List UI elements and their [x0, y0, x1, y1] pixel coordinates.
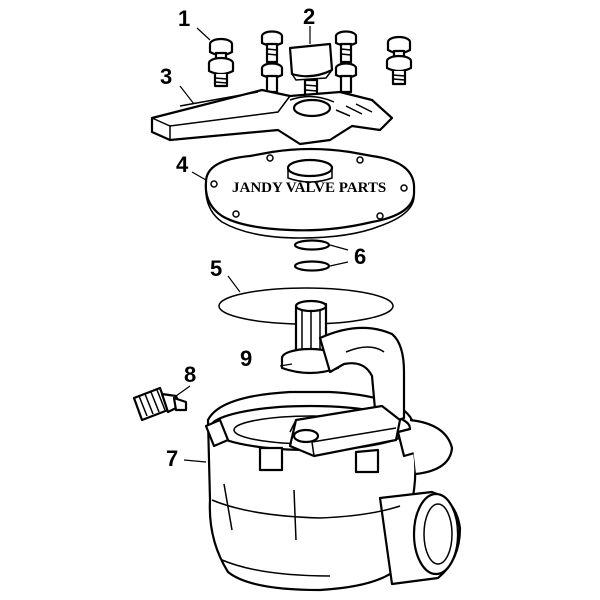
leader-4 [191, 171, 207, 181]
screw-center-left [260, 30, 284, 94]
callout-3: 3 [160, 64, 172, 89]
callout-9: 9 [240, 346, 252, 371]
leader-7 [183, 459, 207, 463]
leader-3 [179, 85, 195, 105]
screw-part-1 [207, 37, 235, 88]
screw-right-pair [385, 35, 413, 86]
leader-1 [196, 27, 211, 41]
watermark-text: JANDY VALVE PARTS [232, 180, 386, 196]
callout-7: 7 [166, 446, 178, 471]
leader-8 [175, 385, 191, 397]
callout-1: 1 [178, 6, 190, 31]
callout-4: 4 [176, 152, 189, 177]
cap-part-2 [288, 42, 334, 100]
plug-part-8 [132, 386, 188, 422]
callout-6: 6 [354, 244, 366, 269]
o-rings-part-6 [293, 239, 349, 272]
screw-center-right [334, 30, 358, 94]
cover-part-4: JANDY VALVE PARTS [204, 147, 416, 239]
handle-part-3 [150, 88, 394, 146]
callout-5: 5 [210, 256, 222, 281]
callout-8: 8 [184, 362, 196, 387]
callout-2: 2 [303, 4, 315, 29]
stem-part-9 [279, 299, 406, 458]
leader-5 [227, 275, 241, 293]
